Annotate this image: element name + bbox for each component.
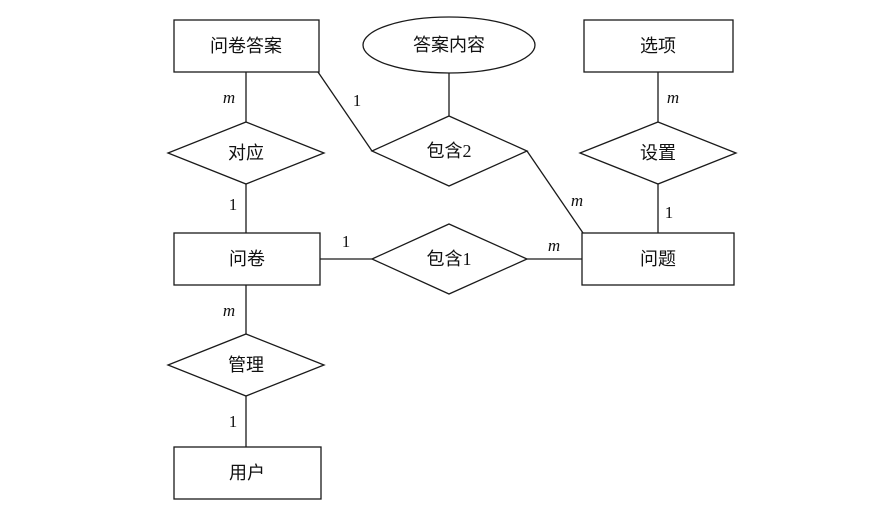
entity-question-label: 问题 <box>640 249 676 269</box>
relationship-contain2-label: 包含2 <box>427 141 472 161</box>
entity-user: 用户 <box>173 446 322 500</box>
cardinality-correspond-questionnaire: 1 <box>229 195 238 214</box>
relationship-contain1-label: 包含1 <box>427 249 472 269</box>
entity-questionnaire: 问卷 <box>173 232 321 286</box>
line-contain2-question <box>526 150 584 234</box>
cardinality-answer-contain2: 1 <box>353 91 362 110</box>
cardinality-labels: m 1 1 m m 1 1 m m 1 <box>223 88 679 431</box>
cardinality-answer-correspond: m <box>223 88 235 107</box>
attribute-answer-content: 答案内容 <box>362 16 536 74</box>
entity-questionnaire-answer-label: 问卷答案 <box>210 36 282 56</box>
relationship-manage: 管理 <box>166 333 326 397</box>
relationship-correspond: 对应 <box>166 121 326 185</box>
cardinality-questionnaire-contain1: 1 <box>342 232 351 251</box>
relationship-manage-label: 管理 <box>228 355 264 375</box>
connector-lines <box>245 71 659 447</box>
entity-questionnaire-answer: 问卷答案 <box>173 19 320 73</box>
entity-question: 问题 <box>581 232 735 286</box>
relationship-setting: 设置 <box>578 121 738 185</box>
line-answer-contain2 <box>317 71 373 152</box>
attribute-answer-content-label: 答案内容 <box>413 35 485 55</box>
relationship-contain1: 包含1 <box>370 223 529 295</box>
entity-option: 选项 <box>583 19 734 73</box>
entity-user-label: 用户 <box>229 463 265 483</box>
relationship-contain2: 包含2 <box>370 115 529 187</box>
entity-option-label: 选项 <box>640 36 676 56</box>
cardinality-contain1-question: m <box>548 236 560 255</box>
cardinality-contain2-question: m <box>571 191 583 210</box>
relationship-setting-label: 设置 <box>640 143 676 163</box>
cardinality-questionnaire-manage: m <box>223 301 235 320</box>
relationship-correspond-label: 对应 <box>228 143 264 163</box>
cardinality-option-setting: m <box>667 88 679 107</box>
entity-questionnaire-label: 问卷 <box>229 249 265 269</box>
cardinality-manage-user: 1 <box>229 412 238 431</box>
cardinality-setting-question: 1 <box>665 203 674 222</box>
